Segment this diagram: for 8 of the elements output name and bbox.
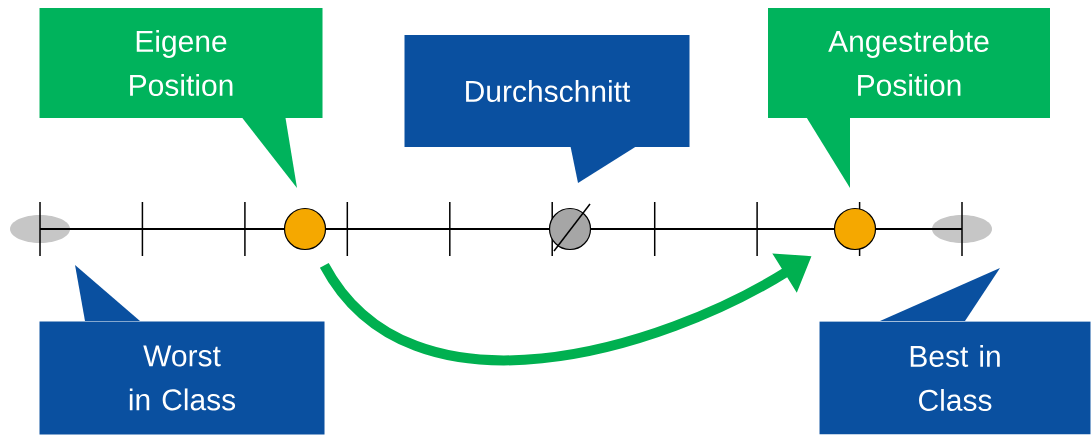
callout-box: Eigene Position: [39, 8, 323, 188]
average-marker: [548, 203, 592, 252]
callout-box: Durchschnitt: [404, 35, 690, 183]
callout-box: Worst in Class: [39, 265, 325, 435]
position-marker: [833, 207, 877, 251]
callout-box: Angestrebte Position: [768, 8, 1050, 188]
callout-box: Best in Class: [819, 268, 1091, 435]
position-marker: [283, 207, 327, 251]
